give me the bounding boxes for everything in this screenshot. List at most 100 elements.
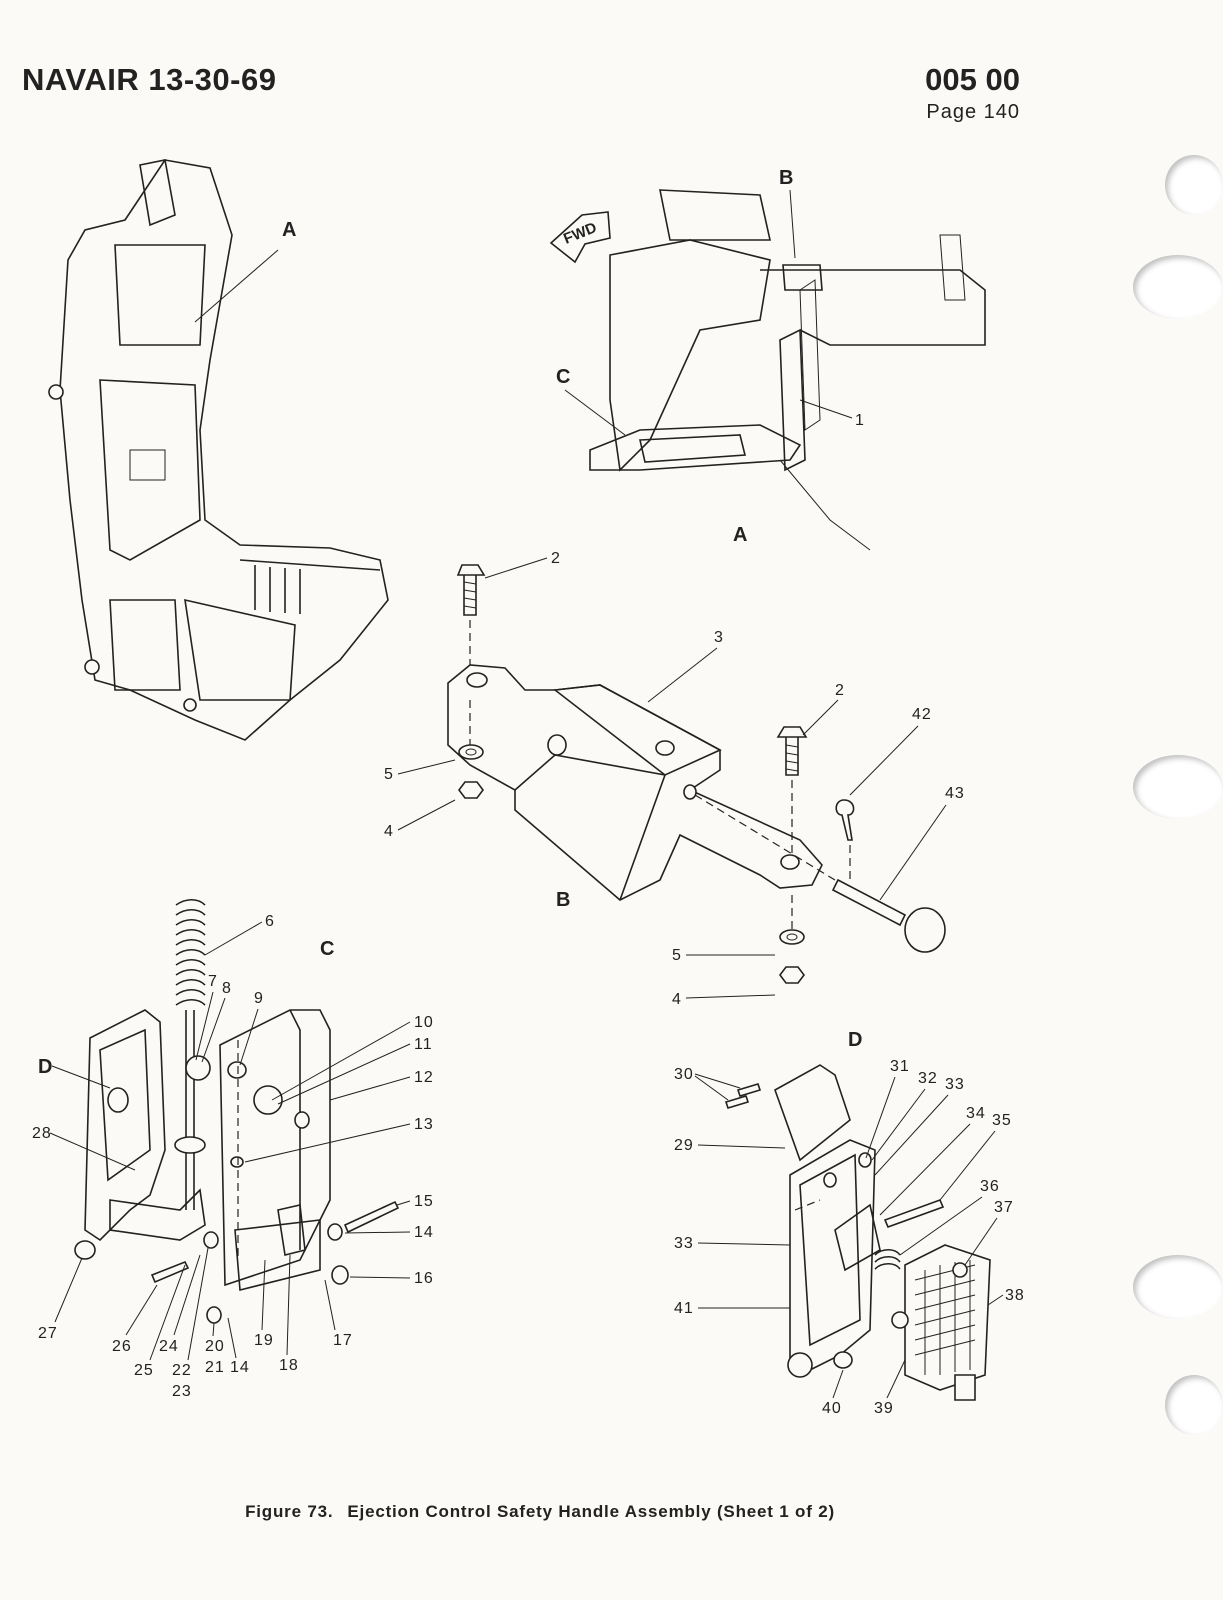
view-title-label: D xyxy=(848,1029,862,1051)
leader-line xyxy=(685,994,776,999)
callout-number: 13 xyxy=(414,1116,434,1133)
callout-number: 32 xyxy=(918,1070,938,1087)
leader-line xyxy=(694,1073,741,1089)
callout-number: 40 xyxy=(822,1400,842,1417)
callout-number: 14 xyxy=(414,1224,434,1241)
leader-line xyxy=(899,1196,983,1256)
leader-line xyxy=(54,1257,83,1323)
callout-number: 33 xyxy=(674,1235,694,1252)
leader-line xyxy=(694,1075,729,1101)
leader-line xyxy=(564,389,626,436)
callout-number: 5 xyxy=(384,766,394,783)
callout-number: 18 xyxy=(279,1357,299,1374)
callout-number: 17 xyxy=(333,1332,353,1349)
leader-line xyxy=(939,1130,996,1201)
callout-number: 2 xyxy=(551,550,561,567)
callout-number: 38 xyxy=(1005,1287,1025,1304)
binder-hole xyxy=(1133,1255,1223,1319)
leader-line xyxy=(349,1276,411,1279)
view-title-label: B xyxy=(556,889,570,911)
view-ref-label: B xyxy=(779,167,793,189)
leader-line xyxy=(173,1254,201,1336)
callout-number: 23 xyxy=(172,1383,192,1400)
leader-line xyxy=(51,1065,111,1089)
callout-number: 7 xyxy=(208,973,218,990)
callout-number: 12 xyxy=(414,1069,434,1086)
view-ref-label: C xyxy=(556,366,570,388)
leader-line xyxy=(874,1094,949,1176)
leader-line xyxy=(886,1359,906,1399)
view-d-drawing xyxy=(724,1064,991,1401)
callout-number: 3 xyxy=(714,629,724,646)
leader-line xyxy=(964,1217,998,1266)
binder-hole xyxy=(1165,155,1223,215)
callout-number: 22 xyxy=(172,1362,192,1379)
callout-number: 24 xyxy=(159,1338,179,1355)
figure-number: Figure 73. xyxy=(245,1502,334,1521)
view-a-drawing xyxy=(549,189,986,551)
leader-line xyxy=(286,1254,291,1356)
leader-line xyxy=(789,189,796,259)
leader-line xyxy=(244,1123,411,1163)
view-c-spring-rod xyxy=(150,898,400,1324)
leader-line xyxy=(647,647,718,703)
leader-line xyxy=(849,725,919,796)
leader-line xyxy=(879,804,947,901)
callout-number: 33 xyxy=(945,1076,965,1093)
leader-line xyxy=(324,1279,336,1331)
leader-line xyxy=(204,921,263,956)
leader-line xyxy=(212,1322,215,1337)
callout-number: 35 xyxy=(992,1112,1012,1129)
leader-line xyxy=(195,991,214,1061)
leader-line xyxy=(802,699,839,736)
callout-number: 29 xyxy=(674,1137,694,1154)
callout-number: 31 xyxy=(890,1058,910,1075)
callout-number: 34 xyxy=(966,1105,986,1122)
callout-number: 42 xyxy=(912,706,932,723)
callout-number: 26 xyxy=(112,1338,132,1355)
callout-number: 14 xyxy=(230,1359,250,1376)
callout-number: 4 xyxy=(384,823,394,840)
callout-number: 43 xyxy=(945,785,965,802)
leader-line xyxy=(879,1123,971,1216)
leader-line xyxy=(271,1021,411,1101)
leader-line xyxy=(697,1144,786,1149)
callout-number: 41 xyxy=(674,1300,694,1317)
ejection-seat-drawing xyxy=(48,159,389,741)
callout-number: 5 xyxy=(672,947,682,964)
leader-line xyxy=(344,1231,411,1234)
leader-line xyxy=(194,249,279,323)
callout-number: 27 xyxy=(38,1325,58,1342)
view-title-label: A xyxy=(733,524,747,546)
leader-line xyxy=(239,1008,259,1066)
leader-line xyxy=(396,1200,411,1206)
leader-line xyxy=(865,1076,896,1159)
leader-line xyxy=(187,1247,209,1361)
leader-line xyxy=(149,1264,186,1361)
callout-number: 25 xyxy=(134,1362,154,1379)
leader-line xyxy=(397,799,456,831)
callout-number: 30 xyxy=(674,1066,694,1083)
figure-title: Ejection Control Safety Handle Assembly … xyxy=(347,1502,835,1521)
view-title-label: C xyxy=(320,938,334,960)
callout-number: 6 xyxy=(265,913,275,930)
leader-line xyxy=(227,1317,237,1359)
view-c-drawing xyxy=(74,1009,331,1292)
view-b-hardware xyxy=(456,564,946,984)
leader-line xyxy=(329,1076,411,1101)
callout-number: 37 xyxy=(994,1199,1014,1216)
leader-line xyxy=(277,1043,411,1105)
figure-caption: Figure 73. Ejection Control Safety Handle… xyxy=(0,1502,1080,1522)
callout-number: 1 xyxy=(855,412,865,429)
publication-number: NAVAIR 13-30-69 xyxy=(22,62,277,97)
leader-line xyxy=(484,557,548,579)
binder-hole xyxy=(1133,755,1223,819)
view-ref-label: D xyxy=(38,1056,52,1078)
view-ref-label: A xyxy=(282,219,296,241)
callout-number: 28 xyxy=(32,1125,52,1142)
callout-number: 19 xyxy=(254,1332,274,1349)
callout-number: 2 xyxy=(835,682,845,699)
leader-line xyxy=(49,1132,136,1171)
leader-line xyxy=(832,1369,844,1399)
